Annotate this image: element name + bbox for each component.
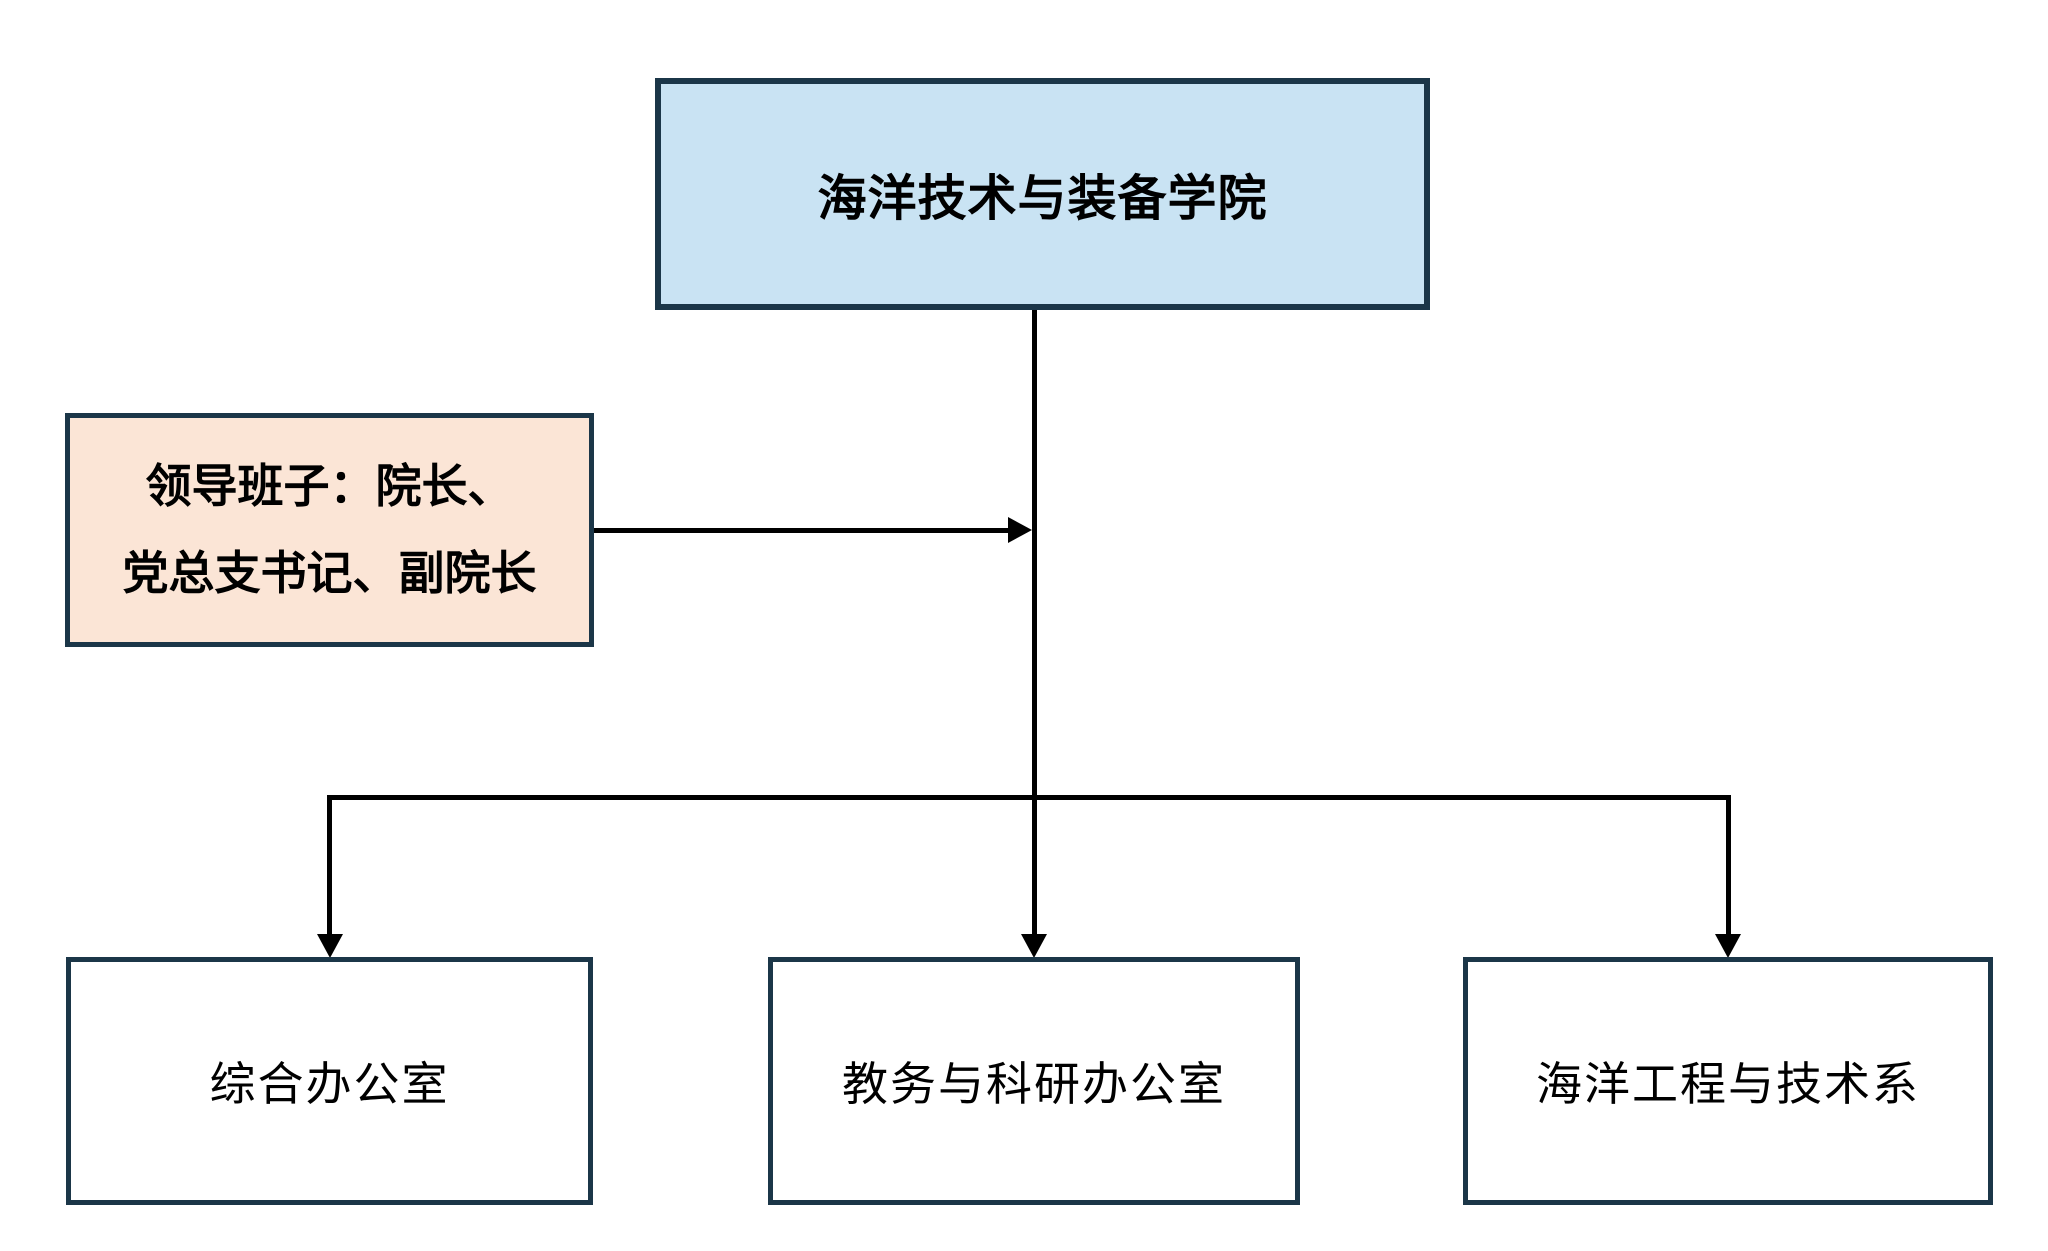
root-box-label: 海洋技术与装备学院 (817, 170, 1268, 226)
dept-box-academic-research-office: 教务与科研办公室 (768, 957, 1300, 1205)
arrow-right-icon (1008, 517, 1032, 543)
connector-drop-left (327, 795, 332, 937)
arrow-down-icon (317, 934, 343, 958)
connector-distribution-line (327, 795, 1731, 800)
arrow-down-icon (1021, 934, 1047, 958)
dept-box-marine-engineering: 海洋工程与技术系 (1463, 957, 1993, 1205)
connector-root-to-middle (1032, 310, 1037, 937)
dept-box-label: 综合办公室 (209, 1059, 450, 1110)
dept-box-label: 教务与科研办公室 (842, 1059, 1226, 1110)
root-box-college: 海洋技术与装备学院 (655, 78, 1430, 310)
leadership-box: 领导班子：院长、 党总支书记、副院长 (65, 413, 594, 647)
connector-leadership-to-main (594, 528, 1011, 533)
connector-drop-right (1726, 795, 1731, 937)
leadership-box-label: 领导班子：院长、 党总支书记、副院长 (123, 443, 537, 618)
leadership-line-2: 党总支书记、副院长 (122, 548, 537, 599)
dept-box-label: 海洋工程与技术系 (1536, 1059, 1920, 1110)
leadership-line-1: 领导班子：院长、 (145, 460, 514, 512)
arrow-down-icon (1715, 934, 1741, 958)
dept-box-general-office: 综合办公室 (66, 957, 593, 1205)
